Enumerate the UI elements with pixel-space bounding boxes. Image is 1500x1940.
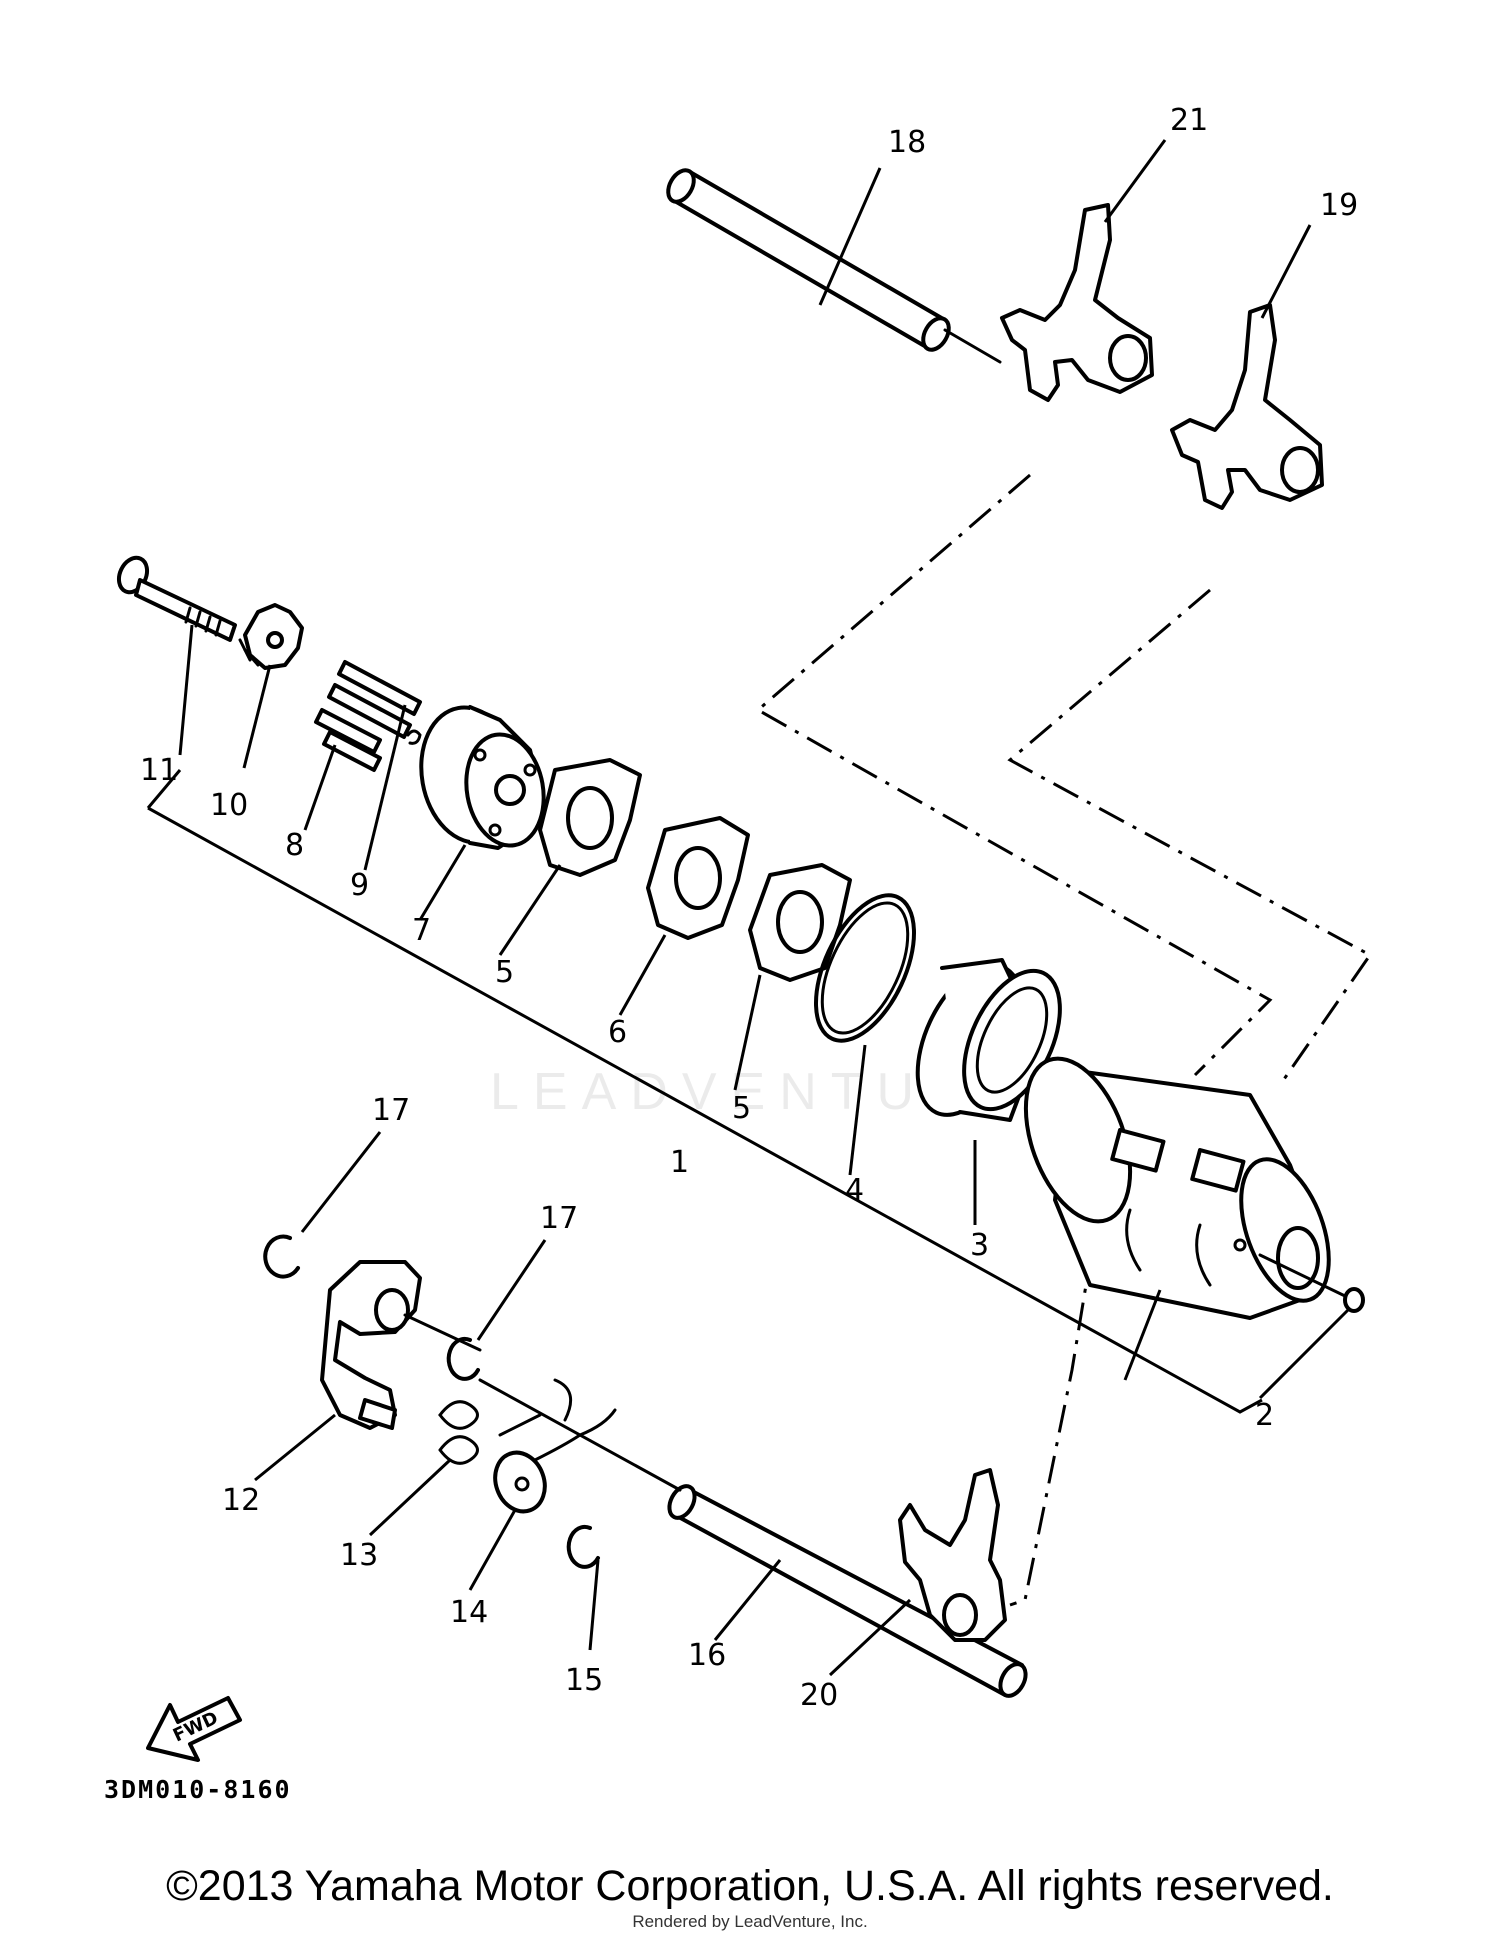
shift-drum-1	[1023, 1056, 1331, 1320]
circlip-17-left	[263, 1234, 300, 1279]
callout-19: 19	[1320, 188, 1358, 223]
circlip-4	[814, 893, 916, 1043]
callout-17-right: 17	[540, 1201, 578, 1236]
callout-16: 16	[688, 1638, 726, 1673]
callout-8: 8	[285, 828, 304, 863]
return-spring-13	[438, 1400, 542, 1465]
callout-7: 7	[412, 913, 431, 948]
rendered-by-notice: Rendered by LeadVenture, Inc.	[632, 1912, 868, 1931]
callout-2: 2	[1255, 1398, 1274, 1433]
guide-bar-18	[666, 168, 1002, 364]
leader-lines	[178, 139, 1350, 1677]
fwd-arrow-icon: FWD	[146, 1696, 242, 1762]
shift-fork-21	[1000, 203, 1154, 402]
drum-segment-7	[419, 705, 546, 850]
callout-1: 1	[670, 1145, 689, 1180]
pins-8-9	[314, 660, 422, 772]
callout-5-top: 5	[495, 955, 514, 990]
assembly-guide-line	[147, 806, 1263, 1414]
shift-lever-12	[320, 1260, 482, 1430]
pin-2	[1258, 1253, 1365, 1313]
circlip-17-right	[446, 1336, 480, 1381]
shift-fork-20	[898, 1468, 1007, 1642]
callout-6: 6	[608, 1015, 627, 1050]
callout-5-bottom: 5	[732, 1091, 751, 1126]
copyright-notice: ©2013 Yamaha Motor Corporation, U.S.A. A…	[166, 1862, 1334, 1910]
stopper-plate-5-top	[538, 758, 642, 877]
callout-3: 3	[970, 1228, 989, 1263]
callout-20: 20	[800, 1678, 838, 1713]
stopper-plate-6	[646, 816, 750, 940]
fork-19-guide	[1007, 588, 1373, 1086]
collar-14	[493, 1378, 617, 1514]
bolt-11	[116, 555, 237, 642]
shift-fork-19	[1170, 303, 1324, 510]
callout-10: 10	[210, 788, 248, 823]
shift-shaft-16	[478, 1378, 1028, 1698]
callout-15: 15	[565, 1663, 603, 1698]
diagram-code: 3DM010-8160	[104, 1775, 292, 1804]
callout-4: 4	[845, 1173, 864, 1208]
callout-21: 21	[1170, 103, 1208, 138]
segment-10	[238, 603, 304, 670]
callout-14: 14	[450, 1595, 488, 1630]
callout-17-left: 17	[372, 1093, 410, 1128]
callout-13: 13	[340, 1538, 378, 1573]
callout-12: 12	[222, 1483, 260, 1518]
callout-18: 18	[888, 125, 926, 160]
guide-tick-11	[146, 769, 182, 809]
stopper-plate-5-bottom	[748, 863, 852, 982]
callout-11: 11	[140, 753, 178, 788]
circlip-15	[566, 1524, 600, 1569]
callout-9: 9	[350, 868, 369, 903]
fork-21-guide	[755, 473, 1273, 1077]
